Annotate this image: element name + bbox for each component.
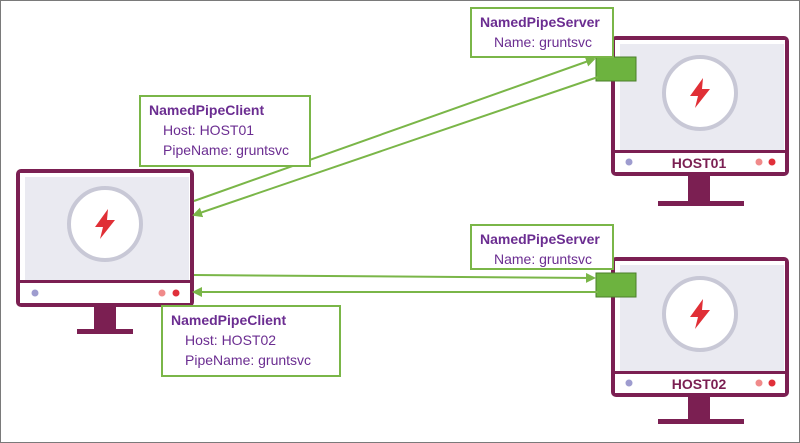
client2-title: NamedPipeClient [171, 312, 287, 328]
arrow-host01-to-client [192, 76, 599, 218]
client2-pipename: PipeName: gruntsvc [185, 352, 312, 368]
pipe-endpoint [595, 272, 637, 298]
host01-monitor: HOST01 [595, 36, 789, 206]
server2-label: NamedPipeServer Name: gruntsvc [470, 224, 614, 270]
client2-label: NamedPipeClient Host: HOST02 PipeName: g… [161, 305, 341, 377]
client1-pipename: PipeName: gruntsvc [163, 142, 290, 158]
client2-host: Host: HOST02 [185, 332, 277, 348]
server1-name: Name: gruntsvc [494, 34, 593, 50]
led-indicator [755, 158, 763, 166]
led-indicator [768, 379, 776, 387]
lightning-bolt-icon [95, 209, 115, 239]
server1-label: NamedPipeServer Name: gruntsvc [470, 7, 614, 58]
power-indicator [625, 158, 633, 166]
host02-hostname: HOST02 [672, 376, 727, 392]
power-indicator [31, 289, 39, 297]
led-indicator [755, 379, 763, 387]
power-indicator [625, 379, 633, 387]
led-indicator [158, 289, 166, 297]
host01-hostname: HOST01 [672, 155, 727, 171]
led-indicator [172, 289, 180, 297]
host02-monitor: HOST02 [595, 257, 789, 424]
client-monitor [16, 169, 194, 334]
client1-title: NamedPipeClient [149, 102, 265, 118]
server1-title: NamedPipeServer [480, 14, 600, 30]
arrow-client-to-host02 [193, 272, 596, 283]
arrow-client-to-host01 [193, 56, 596, 202]
server2-title: NamedPipeServer [480, 231, 600, 247]
connection-arrows [192, 56, 599, 297]
lightning-bolt-icon [690, 78, 710, 108]
led-indicator [768, 158, 776, 166]
client1-label: NamedPipeClient Host: HOST01 PipeName: g… [139, 95, 311, 167]
client1-host: Host: HOST01 [163, 122, 255, 138]
lightning-bolt-icon [690, 299, 710, 329]
server2-name: Name: gruntsvc [494, 251, 593, 267]
pipe-endpoint [595, 56, 637, 82]
